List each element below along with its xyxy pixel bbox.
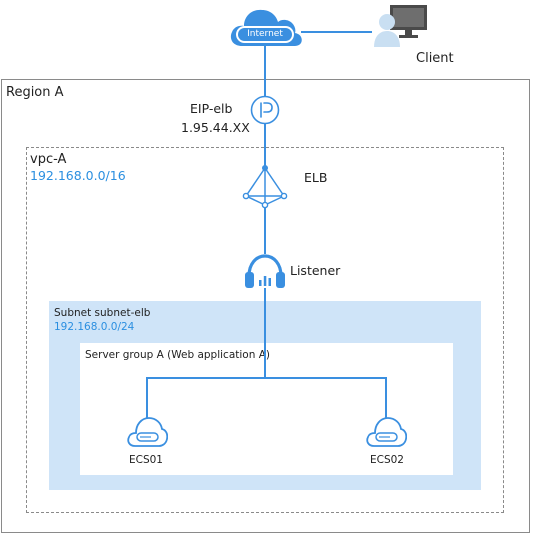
listener-headphone-icon[interactable] [244,252,286,290]
listener-label: Listener [290,263,341,278]
client-user-icon[interactable] [372,4,430,50]
subnet-name: Subnet subnet-elb [54,307,151,319]
ecs02-icon[interactable] [365,414,407,450]
client-label: Client [416,51,454,66]
server-group-box [80,343,453,475]
eip-address: 1.95.44.XX [181,120,250,135]
server-group-label: Server group A (Web application A) [85,349,270,361]
ecs01-label: ECS01 [129,454,163,466]
eip-name: EIP-elb [190,101,233,116]
elb-icon[interactable] [242,163,288,209]
vpc-name: vpc-A [30,152,67,167]
internet-label: Internet [247,29,283,39]
region-label: Region A [6,85,64,100]
elb-label: ELB [304,170,328,185]
internet-cloud-icon[interactable] [228,4,304,50]
ecs02-label: ECS02 [370,454,404,466]
vpc-cidr: 192.168.0.0/16 [30,168,126,183]
subnet-cidr: 192.168.0.0/24 [54,321,135,333]
eip-icon[interactable] [250,95,280,125]
ecs01-icon[interactable] [126,414,168,450]
